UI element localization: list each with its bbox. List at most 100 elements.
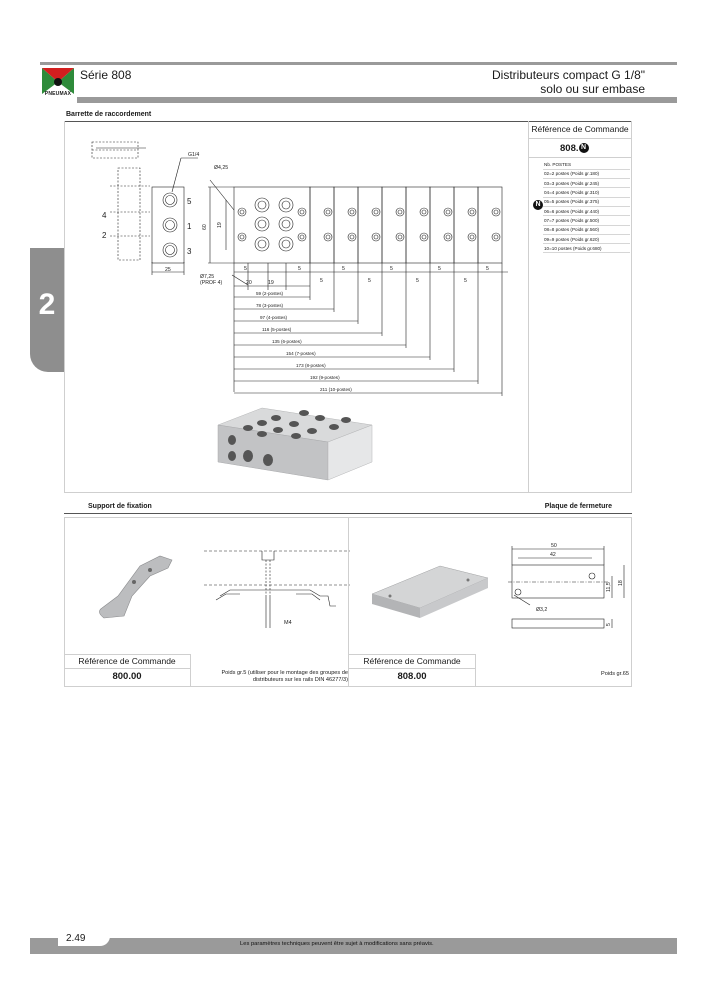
port-grid <box>237 197 307 252</box>
table-cell: 08=8 postes (Poids gr.560) <box>543 225 630 235</box>
svg-text:Ø3,2: Ø3,2 <box>536 607 547 613</box>
svg-text:5: 5 <box>486 266 489 272</box>
svg-text:2: 2 <box>102 231 107 240</box>
page-title-line1: Distributeurs compact G 1/8" <box>492 68 645 82</box>
repeating-modules <box>309 186 503 264</box>
weight-note: Poids gr.5 (utiliser pour le montage des… <box>221 670 348 683</box>
header-rule <box>77 97 677 103</box>
footer-note: Les paramètres techniques peuvent être s… <box>240 941 434 947</box>
drawing-labels: G1/4 Ø4,25 5 1 3 4 2 60 19 25 Ø7,25 (PRO… <box>102 152 489 392</box>
svg-text:25: 25 <box>165 267 171 273</box>
svg-text:4: 4 <box>102 211 107 220</box>
svg-text:3: 3 <box>187 247 192 256</box>
table-cell: 10=10 postes (Poids gr.680) <box>543 243 630 254</box>
svg-text:5: 5 <box>416 278 419 284</box>
section-box <box>64 121 632 493</box>
top-rule <box>40 62 677 65</box>
svg-text:(PROF 4): (PROF 4) <box>200 280 222 286</box>
table-cell: 02=2 postes (Poids gr.180) <box>543 169 630 180</box>
series-title: Série 808 <box>80 68 132 82</box>
section-rule <box>64 513 632 514</box>
divider <box>190 654 191 687</box>
footer-bar <box>30 938 677 954</box>
bracket-photo <box>99 555 173 619</box>
support-drawings: M4 50 42 11,5 18 Ø3,2 5 <box>99 543 625 629</box>
pneumatic-symbol <box>91 141 150 261</box>
length-dimension-lines <box>234 263 503 396</box>
svg-text:5: 5 <box>368 278 371 284</box>
bracket-section <box>204 550 350 628</box>
svg-text:Ø4,25: Ø4,25 <box>214 165 228 171</box>
logo-text: PNEUMAX <box>44 91 72 97</box>
svg-text:59 (2-postes): 59 (2-postes) <box>256 291 284 296</box>
front-view-base <box>233 186 311 264</box>
divider <box>475 654 476 687</box>
table-cell: 09=9 postes (Poids gr.620) <box>543 234 630 245</box>
svg-text:116 (5-postes): 116 (5-postes) <box>262 327 292 332</box>
reference-column <box>528 121 632 493</box>
m4-label: M4 <box>284 620 292 626</box>
svg-text:154 (7-postes): 154 (7-postes) <box>286 351 316 356</box>
divider <box>64 668 190 669</box>
divider <box>348 517 349 687</box>
section-title-barrette: Barrette de raccordement <box>66 111 152 118</box>
table-cell: 06=6 postes (Poids gr.440) <box>543 206 630 217</box>
footer-tab <box>58 933 110 946</box>
svg-text:5: 5 <box>342 266 345 272</box>
plate-drawing <box>508 546 625 629</box>
svg-text:50: 50 <box>551 543 557 549</box>
table-header: Nb. POSTES <box>543 160 630 170</box>
divider <box>528 157 632 158</box>
svg-text:5: 5 <box>187 197 192 206</box>
chapter-number: 2 <box>38 288 56 321</box>
table-row: 04=4 postes (Poids gr.310) <box>543 187 630 198</box>
svg-text:60: 60 <box>202 224 208 230</box>
weight-note: Poids gr.65 <box>601 671 629 677</box>
chapter-tab: 2 <box>30 248 64 372</box>
section-rule <box>64 121 632 122</box>
table-row: 10=10 postes (Poids gr.680) <box>543 243 630 254</box>
manifold-drawing: G1/4 Ø4,25 5 1 3 4 2 60 19 25 Ø7,25 (PRO… <box>91 141 508 481</box>
plate-photo <box>371 565 489 618</box>
section-title-support: Support de fixation <box>88 503 152 510</box>
divider <box>64 654 190 655</box>
postes-table: Nb. POSTES 02=2 postes (Poids gr.180) 03… <box>543 160 630 254</box>
svg-text:18: 18 <box>618 580 624 586</box>
svg-text:5: 5 <box>298 266 301 272</box>
svg-text:5: 5 <box>320 278 323 284</box>
manifold-photo <box>217 407 373 481</box>
svg-text:211 (10-postes): 211 (10-postes) <box>320 387 352 392</box>
divider <box>349 654 475 655</box>
reference-heading: Référence de Commande <box>531 124 629 134</box>
table-cell: 04=4 postes (Poids gr.310) <box>543 187 630 198</box>
section-title-plaque: Plaque de fermeture <box>544 503 612 510</box>
reference-code: 800.00 <box>112 671 142 682</box>
svg-text:19: 19 <box>217 222 223 228</box>
table-cell: 03=3 postes (Poids gr.245) <box>543 178 630 189</box>
table-row: 05=5 postes (Poids gr.375) <box>543 197 630 208</box>
svg-text:19: 19 <box>268 280 274 286</box>
svg-text:Ø7,25: Ø7,25 <box>200 274 214 280</box>
svg-text:42: 42 <box>550 552 556 558</box>
table-row: 06=6 postes (Poids gr.440) <box>543 206 630 217</box>
svg-text:5: 5 <box>606 623 612 626</box>
svg-text:78 (3-postes): 78 (3-postes) <box>256 303 284 308</box>
table-cell: 07=7 postes (Poids gr.500) <box>543 215 630 226</box>
reference-code-text: 808. <box>560 143 579 154</box>
divider <box>528 138 632 139</box>
svg-text:135 (6-postes): 135 (6-postes) <box>272 339 302 344</box>
pneumax-logo <box>40 66 76 96</box>
table-row: Nb. POSTES <box>543 160 630 170</box>
table-row: 08=8 postes (Poids gr.560) <box>543 225 630 235</box>
side-view-body <box>151 186 185 264</box>
reference-code: 808.N <box>560 143 589 154</box>
svg-text:5: 5 <box>244 266 247 272</box>
divider <box>349 668 475 669</box>
svg-text:5: 5 <box>464 278 467 284</box>
n-badge-table: N <box>533 200 543 210</box>
table-row: 02=2 postes (Poids gr.180) <box>543 169 630 180</box>
reference-heading: Référence de Commande <box>363 656 461 666</box>
reference-heading: Référence de Commande <box>78 656 176 666</box>
svg-text:192 (9-postes): 192 (9-postes) <box>310 375 340 380</box>
svg-text:11,5: 11,5 <box>606 582 612 592</box>
